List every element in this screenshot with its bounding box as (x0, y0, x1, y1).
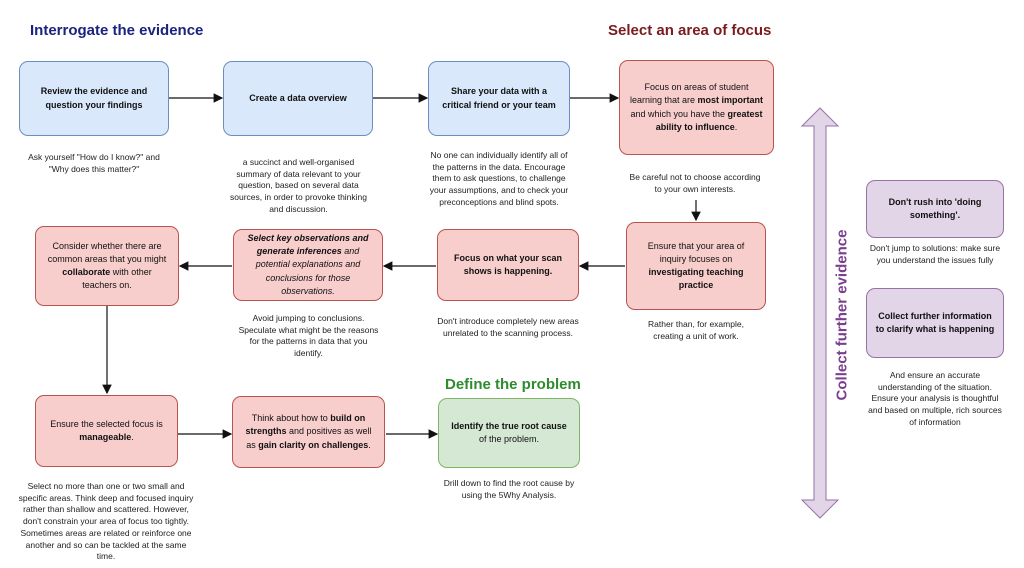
heading-collect-evidence: Collect further evidence (833, 229, 851, 401)
box-share-text: Share your data with a critical friend o… (442, 86, 556, 110)
box-focus-areas: Focus on areas of student learning that … (619, 60, 774, 155)
box-focus-scan: Focus on what your scan shows is happeni… (437, 229, 579, 301)
note-focus-areas: Be careful not to choose according to yo… (629, 172, 761, 194)
note-manageable: Select no more than one or two small and… (18, 481, 194, 562)
box-share-data: Share your data with a critical friend o… (428, 61, 570, 136)
note-focus-scan: Don't introduce completely new areas unr… (437, 316, 579, 338)
box-build-text: Think about how to build on strengths an… (245, 413, 372, 450)
box-consider-collaborate: Consider whether there are common areas … (35, 226, 179, 306)
box-collect-info-text: Collect further information to clarify w… (875, 310, 995, 334)
note-overview: a succinct and well-organised summary of… (229, 157, 368, 214)
box-ensure-manageable: Ensure the selected focus is manageable. (35, 395, 178, 467)
note-collect-info: And ensure an accurate understanding of … (868, 370, 1002, 427)
note-dont-rush: Don't jump to solutions: make sure you u… (869, 243, 1001, 265)
box-review-evidence: Review the evidence and question your fi… (19, 61, 169, 136)
box-review-text: Review the evidence and question your fi… (40, 86, 148, 110)
box-ensure-inquiry: Ensure that your area of inquiry focuses… (626, 222, 766, 310)
box-root-cause-text: Identify the true root cause of the prob… (451, 420, 567, 444)
box-select-obs-text: Select key observations and generate inf… (247, 233, 369, 296)
note-share: No one can individually identify all of … (429, 150, 569, 207)
heading-interrogate: Interrogate the evidence (30, 22, 204, 39)
box-collect-info: Collect further information to clarify w… (866, 288, 1004, 358)
box-manageable-text: Ensure the selected focus is manageable. (50, 418, 163, 442)
note-select-observations: Avoid jumping to conclusions. Speculate … (238, 313, 379, 359)
heading-define-problem: Define the problem (445, 376, 581, 393)
box-focus-areas-text: Focus on areas of student learning that … (629, 82, 764, 132)
box-root-cause: Identify the true root cause of the prob… (438, 398, 580, 468)
box-ensure-inquiry-text: Ensure that your area of inquiry focuses… (647, 240, 745, 291)
box-dont-rush: Don't rush into 'doing something'. (866, 180, 1004, 238)
box-data-overview: Create a data overview (223, 61, 373, 136)
box-build-strengths: Think about how to build on strengths an… (232, 396, 385, 468)
note-review: Ask yourself "How do I know?" and "Why d… (28, 152, 160, 174)
box-consider-text: Consider whether there are common areas … (47, 240, 167, 291)
box-overview-text: Create a data overview (249, 92, 347, 103)
note-root-cause: Drill down to find the root cause by usi… (443, 478, 575, 500)
collect-evidence-double-arrow (800, 107, 840, 519)
heading-select-focus: Select an area of focus (608, 22, 772, 39)
box-focus-scan-text: Focus on what your scan shows is happeni… (453, 252, 563, 276)
box-dont-rush-text: Don't rush into 'doing something'. (888, 196, 982, 220)
note-ensure-inquiry: Rather than, for example, creating a uni… (648, 319, 744, 341)
box-select-observations: Select key observations and generate inf… (233, 229, 383, 301)
